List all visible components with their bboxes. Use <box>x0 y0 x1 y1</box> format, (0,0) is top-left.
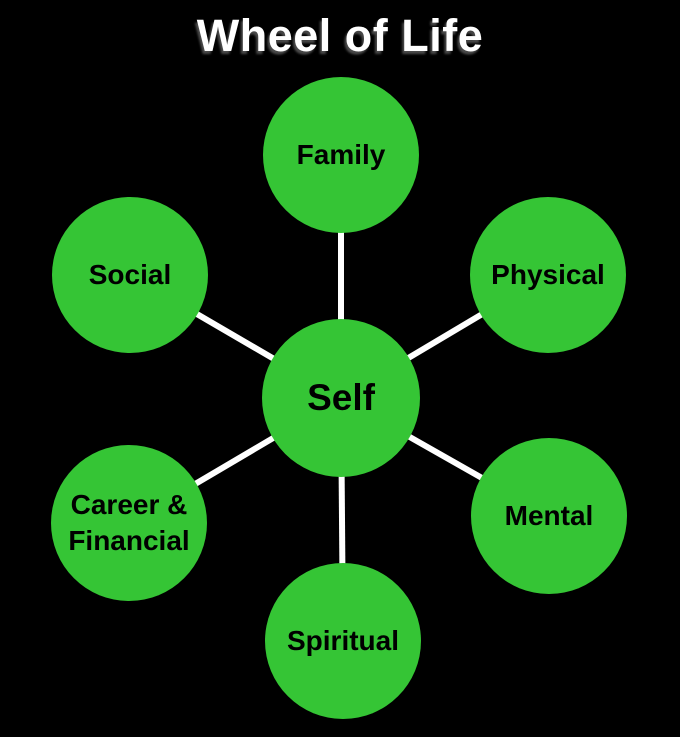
node-career-financial: Career & Financial <box>51 445 207 601</box>
node-social: Social <box>52 197 208 353</box>
node-self: Self <box>262 319 420 477</box>
node-family: Family <box>263 77 419 233</box>
page-title: Wheel of Life <box>196 10 484 61</box>
node-mental: Mental <box>471 438 627 594</box>
node-career-financial-label: Career & Financial <box>68 488 190 556</box>
node-self-label: Self <box>307 376 375 418</box>
node-physical: Physical <box>470 197 626 353</box>
node-spiritual-label: Spiritual <box>286 624 399 656</box>
node-mental-label: Mental <box>504 499 594 531</box>
node-family-label: Family <box>296 138 386 170</box>
node-social-label: Social <box>88 258 172 290</box>
node-physical-label: Physical <box>491 258 605 290</box>
node-spiritual: Spiritual <box>265 563 421 719</box>
